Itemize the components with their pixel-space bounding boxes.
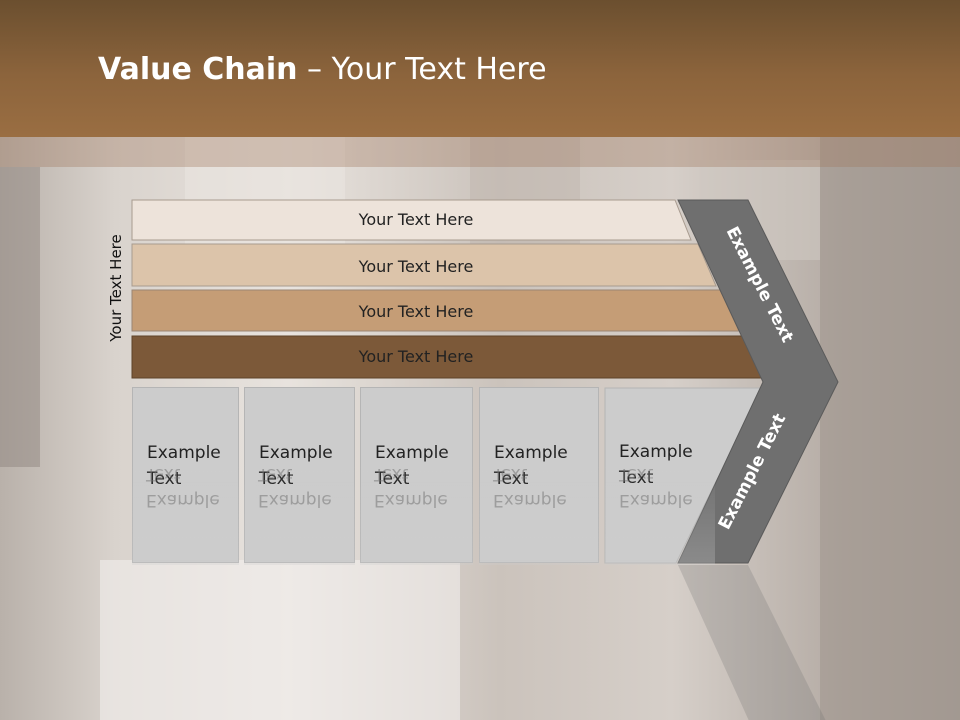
box-4: Example Text <box>479 387 599 563</box>
bar-1-label: Your Text Here <box>358 210 474 229</box>
box-2-line1: Example <box>259 440 354 466</box>
box-1-line1: Example <box>147 440 238 466</box>
bar-2-label: Your Text Here <box>358 257 474 276</box>
box-2: Example Text <box>244 387 355 563</box>
bar-1: Your Text Here <box>131 199 692 241</box>
box-3-line1: Example <box>375 440 472 466</box>
box-3: Example Text <box>360 387 473 563</box>
box-5-shape <box>604 387 763 564</box>
bar-2-shape <box>131 243 717 287</box>
bar-4: Your Text Here <box>131 335 763 379</box>
box-5: Example Text <box>605 387 715 563</box>
title-rest: – Your Text Here <box>297 52 547 87</box>
chevron-reflection <box>678 565 826 720</box>
bar-2: Your Text Here <box>131 243 717 287</box>
bar-4-label: Your Text Here <box>358 347 474 366</box>
bar-3: Your Text Here <box>131 289 740 332</box>
bar-1-shape <box>131 199 692 241</box>
bar-3-label: Your Text Here <box>358 302 474 321</box>
box-1: Example Text <box>132 387 239 563</box>
slide-title: Value Chain – Your Text Here <box>98 52 547 87</box>
title-bold: Value Chain <box>98 52 298 87</box>
box-4-line1: Example <box>494 440 598 466</box>
box-4-line2: Text <box>494 466 598 492</box>
box-5-line1: Example <box>619 439 715 465</box>
box-3-line2: Text <box>375 466 472 492</box>
box-1-line2: Text <box>147 466 238 492</box>
chevron-arrow <box>677 199 839 564</box>
box-2-line2: Text <box>259 466 354 492</box>
header-bar: Value Chain – Your Text Here <box>0 0 960 137</box>
header-band <box>0 137 960 167</box>
box-5-line2: Text <box>619 465 715 491</box>
